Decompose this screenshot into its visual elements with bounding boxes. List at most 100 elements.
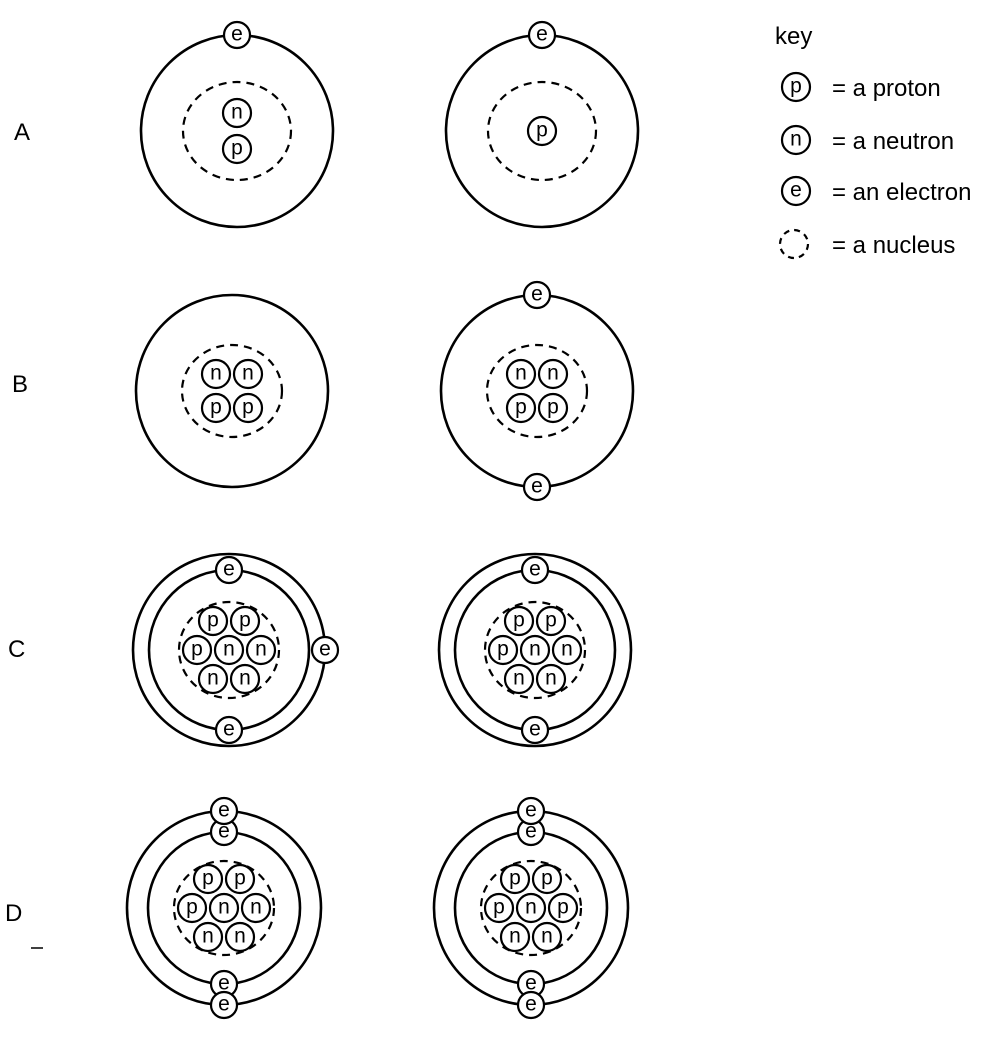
neutron-c-right-4: n bbox=[519, 634, 551, 666]
neutron-d-right-7-letter: n bbox=[541, 925, 553, 948]
neutron-b-right-2: n bbox=[537, 358, 569, 390]
key-nucleus-item: = a nucleus bbox=[778, 228, 955, 260]
proton-b-right-3-letter: p bbox=[515, 396, 527, 419]
nucleus-boundary bbox=[177, 600, 281, 700]
proton-b-left-4-letter: p bbox=[242, 396, 254, 419]
key-proton-text: = a proton bbox=[832, 75, 941, 102]
electron-b-right-shell1-1-letter: e bbox=[531, 283, 543, 306]
proton-a-right-1: p bbox=[526, 115, 558, 147]
electron-a-right-shell1-1: e bbox=[527, 20, 557, 50]
neutron-b-right-1: n bbox=[505, 358, 537, 390]
nucleus-boundary bbox=[181, 80, 293, 182]
neutron-c-left-6-letter: n bbox=[207, 667, 219, 690]
proton-c-left-3: p bbox=[181, 634, 213, 666]
electron-d-right-shell2-1-letter: e bbox=[525, 799, 537, 822]
electron-b-right-shell1-2: e bbox=[522, 472, 552, 502]
proton-d-right-1-letter: p bbox=[509, 867, 521, 890]
key-electron-text: = an electron bbox=[832, 179, 971, 206]
atom-a-right: pe bbox=[444, 20, 640, 229]
neutron-c-right-7-letter: n bbox=[545, 667, 557, 690]
nucleus-boundary bbox=[485, 343, 589, 439]
neutron-c-right-7: n bbox=[535, 663, 567, 695]
electron-c-right-shell1-1: e bbox=[520, 555, 550, 585]
neutron-d-left-5: n bbox=[240, 892, 272, 924]
neutron-d-left-4: n bbox=[208, 892, 240, 924]
proton-c-right-3-letter: p bbox=[497, 638, 509, 661]
nucleus-boundary bbox=[172, 859, 276, 957]
nucleus-boundary bbox=[180, 343, 284, 439]
electron-d-right-shell1-1-letter: e bbox=[525, 820, 537, 843]
electron-d-right-shell2-2-letter: e bbox=[525, 993, 537, 1016]
electron-c-right-shell1-2-letter: e bbox=[529, 718, 541, 741]
proton-c-right-2: p bbox=[535, 605, 567, 637]
proton-d-right-2-letter: p bbox=[541, 867, 553, 890]
key-nucleus-text: = a nucleus bbox=[832, 232, 955, 259]
proton-c-left-2-letter: p bbox=[239, 609, 251, 632]
electron-c-right-shell1-1-letter: e bbox=[529, 558, 541, 581]
proton-c-right-3: p bbox=[487, 634, 519, 666]
key-electron-symbol bbox=[780, 175, 812, 207]
proton-d-left-1: p bbox=[192, 863, 224, 895]
key-electron-letter: e bbox=[790, 179, 802, 202]
electron-c-left-shell1-1: e bbox=[214, 555, 244, 585]
neutron-d-left-5-letter: n bbox=[250, 896, 262, 919]
electron-d-left-shell1-2-letter: e bbox=[218, 972, 230, 995]
neutron-d-right-6: n bbox=[499, 921, 531, 953]
nucleus-boundary bbox=[486, 80, 598, 182]
proton-c-left-3-letter: p bbox=[191, 638, 203, 661]
neutron-a-left-1: n bbox=[221, 97, 253, 129]
shell-ring-1 bbox=[439, 293, 635, 489]
proton-d-left-1-letter: p bbox=[202, 867, 214, 890]
electron-a-left-shell1-1: e bbox=[222, 20, 252, 50]
electron-a-left-shell1-1-letter: e bbox=[231, 23, 243, 46]
proton-d-left-3: p bbox=[176, 892, 208, 924]
electron-d-left-shell2-2: e bbox=[209, 990, 239, 1020]
row-label-d: D bbox=[5, 900, 22, 927]
neutron-d-right-6-letter: n bbox=[509, 925, 521, 948]
proton-b-left-4: p bbox=[232, 392, 264, 424]
electron-d-right-shell2-2: e bbox=[516, 990, 546, 1020]
atom-a-left: np e bbox=[139, 20, 335, 229]
proton-d-right-2: p bbox=[531, 863, 563, 895]
proton-a-left-2-letter: p bbox=[231, 137, 243, 160]
proton-c-right-2-letter: p bbox=[545, 609, 557, 632]
neutron-b-left-1: n bbox=[200, 358, 232, 390]
electron-d-right-shell1-2-letter: e bbox=[525, 972, 537, 995]
neutron-c-right-6: n bbox=[503, 663, 535, 695]
proton-d-right-3: p bbox=[483, 892, 515, 924]
neutron-c-right-6-letter: n bbox=[513, 667, 525, 690]
key-neutron-letter: n bbox=[790, 128, 802, 151]
electron-c-left-shell1-2-letter: e bbox=[223, 718, 235, 741]
proton-b-right-4-letter: p bbox=[547, 396, 559, 419]
electron-d-left-shell1-1: e bbox=[209, 817, 239, 847]
neutron-d-left-7: n bbox=[224, 921, 256, 953]
key-neutron-item: n = a neutron bbox=[780, 124, 954, 156]
proton-d-right-5: p bbox=[547, 892, 579, 924]
nucleus-boundary bbox=[479, 859, 583, 957]
neutron-b-left-1-letter: n bbox=[210, 362, 222, 385]
shell-ring-1 bbox=[139, 33, 335, 229]
electron-c-left-shell2-1-letter: e bbox=[319, 638, 331, 661]
electron-c-left-shell1-2: e bbox=[214, 715, 244, 745]
neutron-d-left-4-letter: n bbox=[218, 896, 230, 919]
key-proton-letter: p bbox=[790, 75, 802, 98]
proton-d-left-2: p bbox=[224, 863, 256, 895]
neutron-c-left-5-letter: n bbox=[255, 638, 267, 661]
proton-d-right-5-letter: p bbox=[557, 896, 569, 919]
shell-ring-1 bbox=[134, 293, 330, 489]
electron-d-right-shell2-1: e bbox=[516, 796, 546, 826]
neutron-c-right-4-letter: n bbox=[529, 638, 541, 661]
electron-b-right-shell1-2-letter: e bbox=[531, 475, 543, 498]
electron-d-left-shell2-2-letter: e bbox=[218, 993, 230, 1016]
proton-c-left-2: p bbox=[229, 605, 261, 637]
key-neutron-text: = a neutron bbox=[832, 128, 954, 155]
neutron-c-left-6: n bbox=[197, 663, 229, 695]
electron-d-left-shell1-1-letter: e bbox=[218, 820, 230, 843]
